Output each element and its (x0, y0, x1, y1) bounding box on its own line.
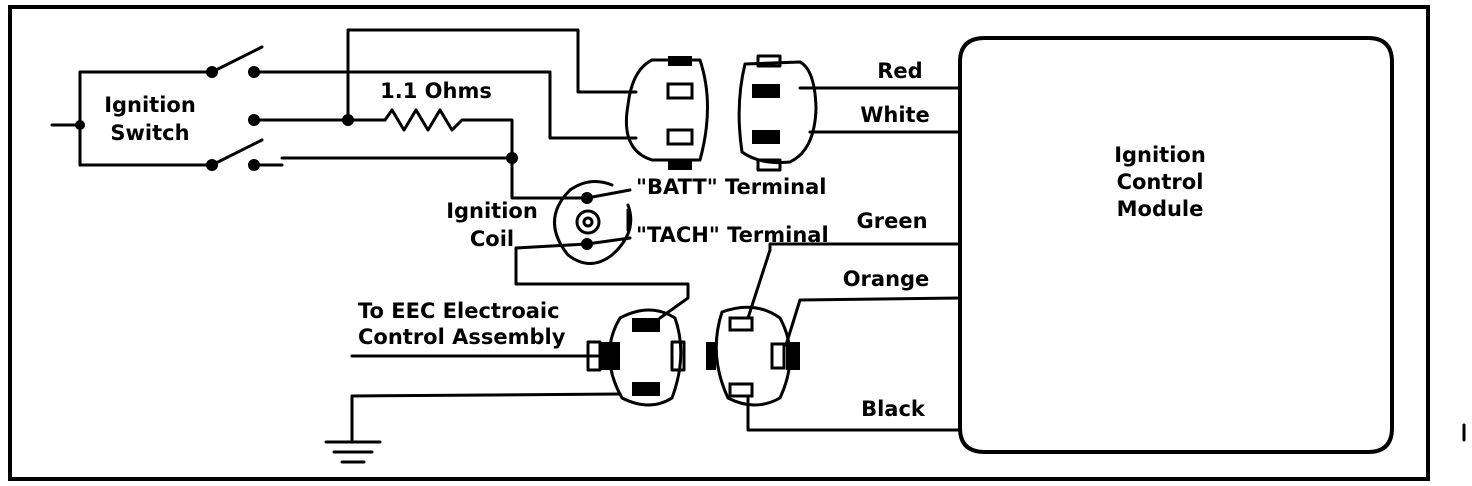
diagram-border (8, 5, 1430, 481)
eec-label-line1: To EEC Electroaic (358, 299, 560, 323)
upper-connector-left (624, 56, 709, 170)
switch-wires (252, 28, 638, 167)
wire-label-green: Green (856, 209, 927, 233)
ignition-control-module (958, 36, 1394, 454)
wire-label-black: Black (861, 397, 926, 421)
module-label-line2: Control (1117, 170, 1204, 194)
eec-label-line2: Control Assembly (358, 325, 566, 349)
module-label-line1: Ignition (1114, 143, 1206, 167)
red-white-wires (798, 86, 962, 134)
wire-label-red: Red (877, 59, 922, 83)
wire-label-orange: Orange (843, 267, 930, 291)
ignition-coil (553, 179, 633, 265)
resistor-label: 1.1 Ohms (380, 79, 492, 103)
lower-connector-left (586, 308, 686, 407)
tach-wire (514, 242, 690, 320)
ignition-coil-label-line2: Coil (470, 227, 514, 251)
module-wires-lower (746, 242, 962, 432)
ignition-switch-label-line1: Ignition (104, 93, 196, 117)
module-label-line3: Module (1117, 197, 1204, 221)
resistor-1-1-ohms (280, 108, 589, 200)
batt-terminal-label: "BATT" Terminal (636, 175, 827, 199)
eec-wire-and-ground (324, 354, 622, 464)
lower-connector-right (706, 305, 800, 407)
wire-label-white: White (860, 103, 930, 127)
upper-connector-right (737, 54, 818, 172)
ignition-coil-label-line1: Ignition (446, 199, 538, 223)
ignition-switch-label-line2: Switch (110, 121, 189, 145)
